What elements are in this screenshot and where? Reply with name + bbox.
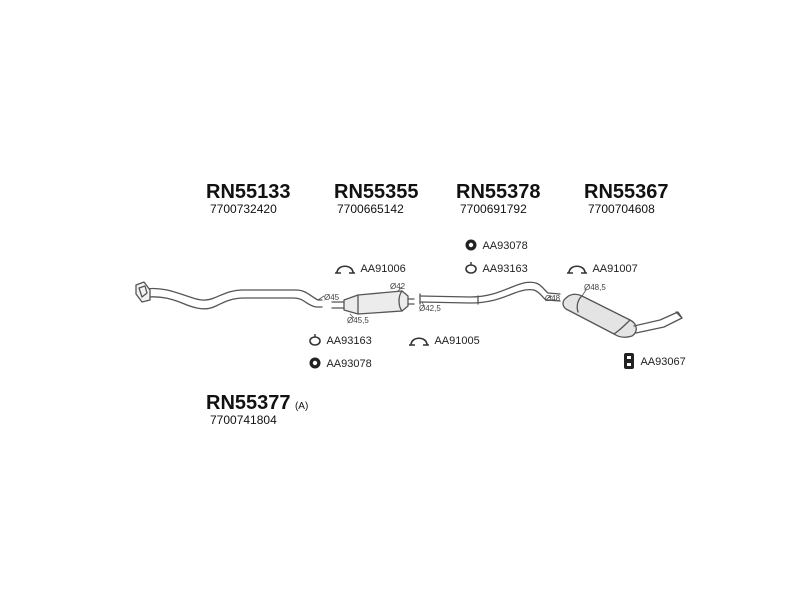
accessory-aa93078-bottom: AA93078 xyxy=(308,354,372,372)
u-clamp-icon xyxy=(409,337,429,346)
accessory-code: AA91007 xyxy=(592,263,638,275)
accessory-code: AA93078 xyxy=(326,358,372,370)
accessory-code: AA93163 xyxy=(326,335,372,347)
part-number-rn55377: RN55377 xyxy=(206,392,291,414)
rear-silencer xyxy=(562,293,683,338)
part-number-rn55133: RN55133 xyxy=(206,181,291,203)
intermediate-pipe xyxy=(419,281,561,305)
gasket-icon xyxy=(465,261,477,274)
accessory-code: AA91006 xyxy=(360,263,406,275)
accessory-aa93067: AA93067 xyxy=(622,352,686,370)
part-rn55377: RN55377 (A) xyxy=(206,392,308,415)
oe-number-rn55367: 7700704608 xyxy=(588,202,655,216)
oe-number-rn55377: 7700741804 xyxy=(210,413,277,427)
accessory-aa91007: AA91007 xyxy=(566,259,638,277)
oe-number-rn55355: 7700665142 xyxy=(337,202,404,216)
diameter-label: Ø42 xyxy=(390,282,406,291)
front-pipe xyxy=(135,281,323,310)
accessory-code: AA93067 xyxy=(640,356,686,369)
accessory-aa91005: AA91005 xyxy=(408,331,480,349)
diameter-label: Ø48,5 xyxy=(584,283,606,292)
accessory-code: AA93078 xyxy=(482,240,528,252)
part-number-rn55367: RN55367 xyxy=(584,181,669,203)
part-number-rn55355: RN55355 xyxy=(334,181,419,203)
front-silencer xyxy=(331,290,415,315)
u-clamp-icon xyxy=(567,265,587,274)
rubber-hanger-icon xyxy=(624,353,634,369)
rubber-ring-icon xyxy=(309,357,321,369)
rubber-ring-icon xyxy=(465,239,477,251)
accessory-aa93163-top: AA93163 xyxy=(464,259,528,277)
u-clamp-icon xyxy=(335,265,355,274)
part-number-rn55378: RN55378 xyxy=(456,181,541,203)
oe-number-rn55133: 7700732420 xyxy=(210,202,277,216)
accessory-aa91006: AA91006 xyxy=(334,259,406,277)
gasket-icon xyxy=(309,333,321,346)
accessory-code: AA93163 xyxy=(482,263,528,275)
accessory-aa93078-top: AA93078 xyxy=(464,236,528,254)
variant-label: (A) xyxy=(294,401,309,412)
accessory-code: AA91005 xyxy=(434,335,480,347)
diameter-label: Ø45 xyxy=(324,293,340,302)
oe-number-rn55378: 7700691792 xyxy=(460,202,527,216)
diameter-label: Ø45,5 xyxy=(347,316,369,325)
diameter-label: Ø42,5 xyxy=(419,304,441,313)
accessory-aa93163-bottom: AA93163 xyxy=(308,331,372,349)
diameter-label: Ø48 xyxy=(545,294,561,303)
